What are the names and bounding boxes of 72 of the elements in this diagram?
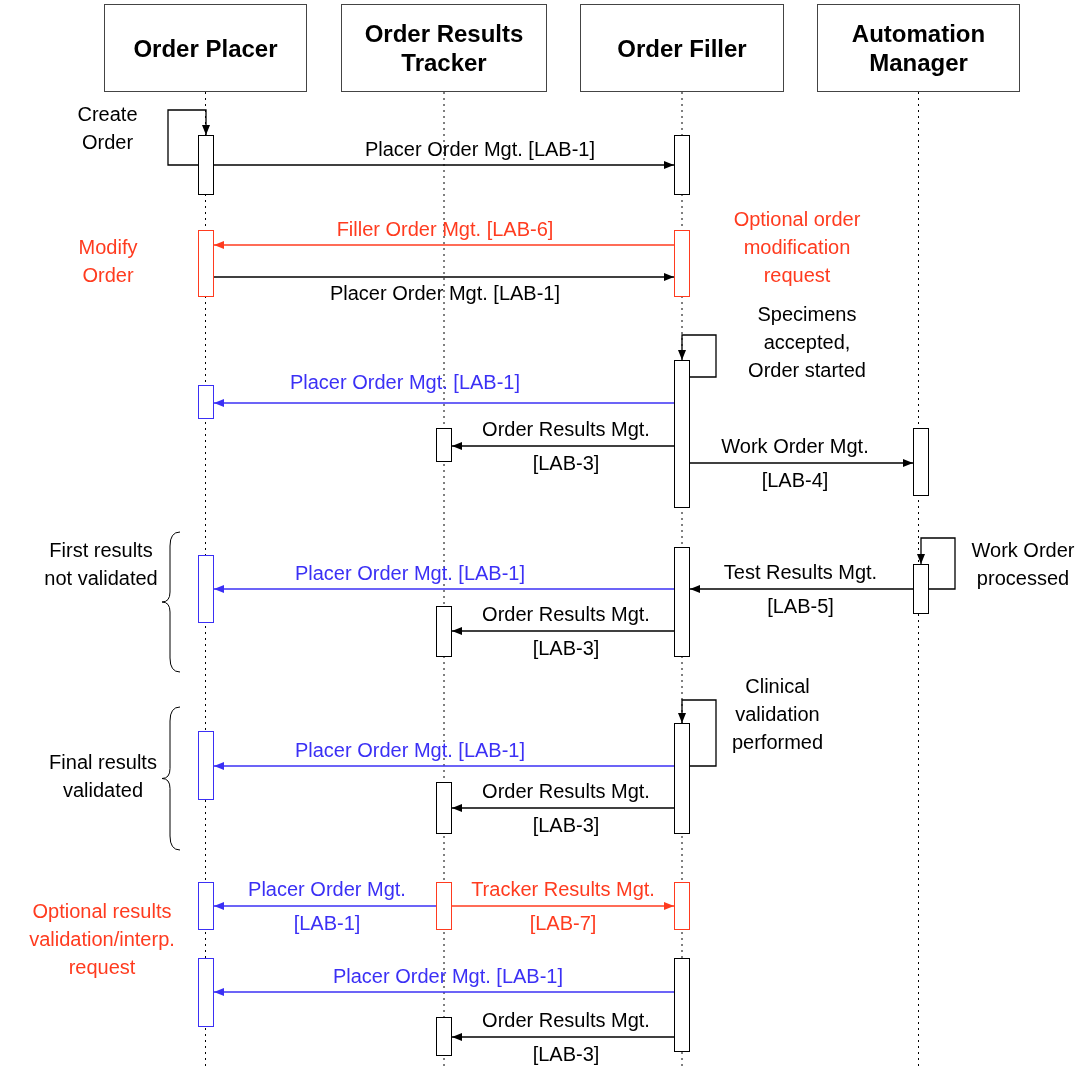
message-label: Placer Order Mgt. [LAB-1] [293, 561, 527, 585]
arrow [917, 537, 956, 590]
arrow [451, 627, 675, 635]
message-label: Filler Order Mgt. [LAB-6] [335, 217, 555, 241]
activation-bar [198, 882, 214, 930]
activation-bar [674, 230, 690, 297]
arrow [451, 902, 675, 910]
activation-bar [674, 723, 690, 834]
participant-name: Order Results Tracker [363, 19, 525, 77]
arrow [213, 988, 675, 996]
activation-bar [198, 385, 214, 419]
message-label: Tracker Results Mgt. [LAB-7] [470, 877, 656, 936]
participant-box [341, 4, 547, 92]
message-label: Placer Order Mgt. [LAB-1] [328, 281, 562, 305]
message-label: Order Results Mgt. [LAB-3] [481, 1008, 651, 1066]
note-text: Final results validated [48, 750, 158, 803]
arrow [213, 399, 675, 407]
message-label: Order Results Mgt. [LAB-3] [481, 602, 651, 661]
participant-box [104, 4, 307, 92]
activation-bar [436, 782, 452, 834]
participant-name: Order Placer [133, 33, 278, 63]
self-message-label: Specimens accepted, Order started [747, 302, 867, 383]
arrow [213, 902, 437, 910]
activation-bar [198, 555, 214, 623]
arrow [213, 585, 675, 593]
note-text: Modify Order [77, 235, 139, 288]
activation-bar [198, 731, 214, 800]
self-message-label: Work Order processed [970, 538, 1076, 591]
message-label: Placer Order Mgt. [LAB-1] [247, 877, 407, 936]
note-text: First results not validated [43, 538, 159, 591]
participant-box [580, 4, 784, 92]
participant-name: Order Filler [617, 33, 747, 63]
self-message-label: Create Order [76, 102, 139, 155]
message-label: Order Results Mgt. [LAB-3] [481, 417, 651, 476]
arrow [451, 804, 675, 812]
arrow [678, 699, 717, 767]
arrow [689, 459, 914, 467]
arrow [213, 241, 675, 249]
arrow [689, 585, 914, 593]
self-message-label: Clinical validation performed [730, 674, 825, 755]
message-label: Test Results Mgt. [LAB-5] [722, 560, 879, 619]
activation-bar [436, 1017, 452, 1056]
message-label: Placer Order Mgt. [LAB-1] [293, 738, 527, 762]
message-label: Work Order Mgt. [LAB-4] [720, 434, 870, 493]
note-text: Optional order modification request [732, 207, 862, 288]
activation-bar [436, 882, 452, 930]
activation-bar [198, 958, 214, 1027]
activation-bar [674, 882, 690, 930]
message-label: Placer Order Mgt. [LAB-1] [363, 137, 597, 161]
activation-bar [436, 428, 452, 462]
message-label: Placer Order Mgt. [LAB-1] [331, 964, 565, 988]
arrow [213, 273, 675, 281]
activation-bar [198, 135, 214, 195]
activation-bar [674, 135, 690, 195]
activation-bar [674, 547, 690, 657]
arrow [678, 334, 717, 378]
arrow [213, 762, 675, 770]
message-label: Placer Order Mgt. [LAB-1] [288, 370, 522, 394]
activation-bar [913, 564, 929, 614]
activation-bar [198, 230, 214, 297]
arrow [167, 109, 210, 166]
activation-bar [674, 958, 690, 1052]
arrow [213, 161, 675, 169]
note-text: Optional results validation/interp. request [28, 899, 176, 980]
participant-box [817, 4, 1020, 92]
arrow [451, 1033, 675, 1041]
activation-bar [436, 606, 452, 657]
activation-bar [674, 360, 690, 508]
participant-name: Automation Manager [850, 19, 987, 77]
message-label: Order Results Mgt. [LAB-3] [481, 779, 651, 838]
activation-bar [913, 428, 929, 496]
arrow [451, 442, 675, 450]
